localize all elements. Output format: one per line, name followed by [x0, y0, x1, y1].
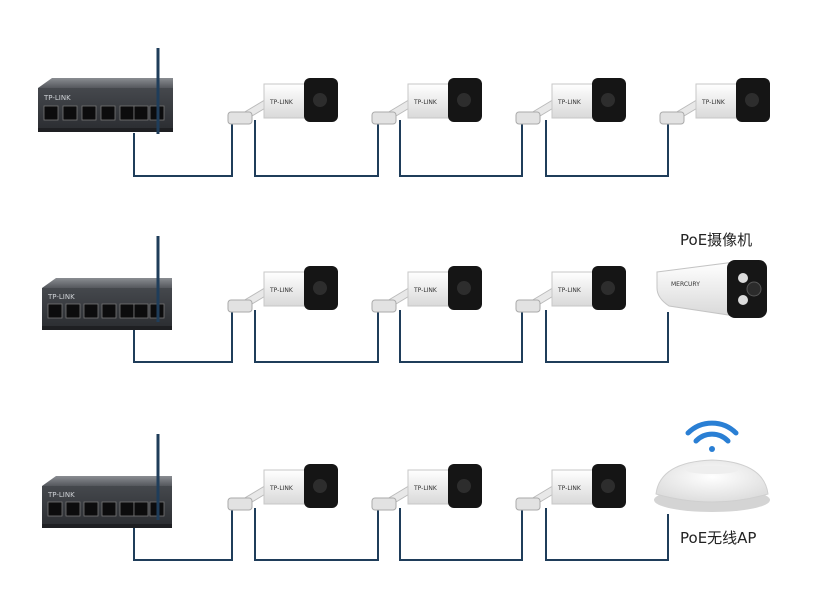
- ip-camera: TP-LINK: [659, 78, 770, 125]
- ip-camera: TP-LINK: [227, 464, 338, 511]
- switch-brand: TP-LINK: [47, 491, 75, 499]
- camera-brand: TP-LINK: [413, 99, 438, 106]
- wifi-icon: [685, 420, 739, 452]
- camera-brand: TP-LINK: [269, 287, 294, 294]
- ip-camera: TP-LINK: [227, 266, 338, 313]
- poe-ap-label: PoE无线AP: [680, 529, 757, 547]
- poe-switch: TP-LINK: [42, 278, 172, 330]
- switch-brand: TP-LINK: [47, 293, 75, 301]
- camera-brand: TP-LINK: [413, 287, 438, 294]
- poe-camera-brand: MERCURY: [671, 281, 700, 288]
- cable-row-2: [133, 310, 669, 363]
- camera-brand: TP-LINK: [557, 99, 582, 106]
- row-2: TP-LINK TP-LINK TP-LINK TP-LINK: [42, 236, 767, 363]
- ip-camera: TP-LINK: [515, 266, 626, 313]
- wireless-ap: [654, 459, 770, 512]
- camera-brand: TP-LINK: [413, 485, 438, 492]
- poe-switch: TP-LINK: [38, 78, 173, 132]
- camera-brand: TP-LINK: [557, 287, 582, 294]
- cable-row-3: [133, 508, 669, 561]
- camera-brand: TP-LINK: [701, 99, 726, 106]
- switch-brand: TP-LINK: [43, 94, 71, 102]
- poe-camera: MERCURY: [656, 260, 767, 318]
- ip-camera: TP-LINK: [515, 78, 626, 125]
- poe-camera-label: PoE摄像机: [680, 231, 753, 249]
- ip-camera: TP-LINK: [515, 464, 626, 511]
- ip-camera: TP-LINK: [227, 78, 338, 125]
- camera-brand: TP-LINK: [269, 485, 294, 492]
- row-3: TP-LINK TP-LINK TP-LINK TP-LINK: [42, 420, 770, 561]
- camera-brand: TP-LINK: [557, 485, 582, 492]
- row-1: TP-LINK TP-LINK TP-LINK TP-LINK: [38, 48, 770, 177]
- poe-switch: TP-LINK: [42, 476, 172, 528]
- ip-camera: TP-LINK: [371, 78, 482, 125]
- cable-row-1: [133, 120, 669, 177]
- camera-brand: TP-LINK: [269, 99, 294, 106]
- ip-camera: TP-LINK: [371, 266, 482, 313]
- ip-camera: TP-LINK: [371, 464, 482, 511]
